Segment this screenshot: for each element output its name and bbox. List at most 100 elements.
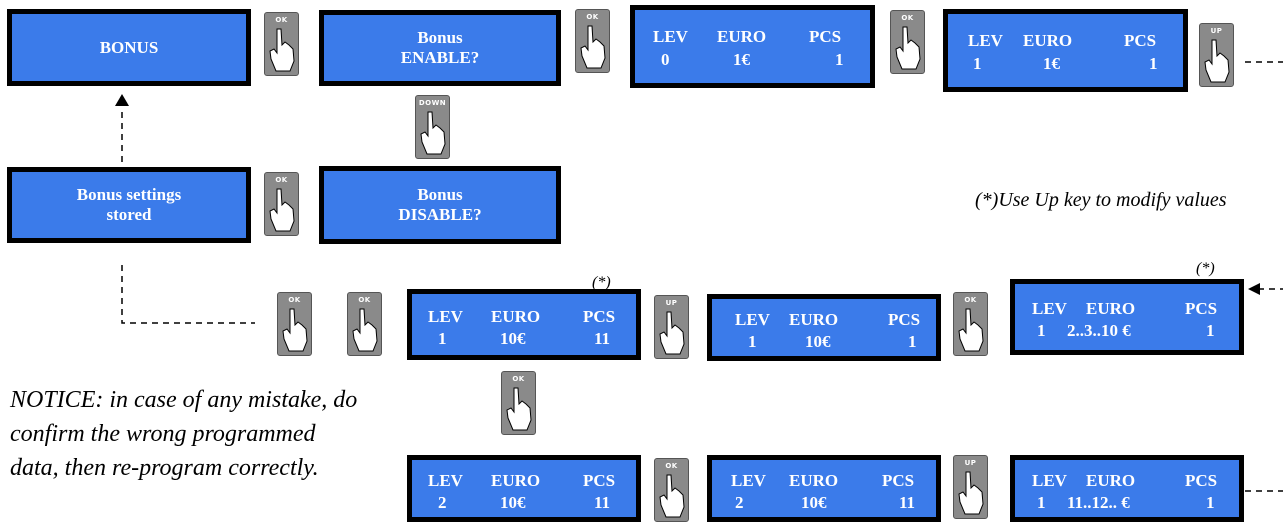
lcd-header-euro: EURO <box>789 471 839 490</box>
lcd-header-pcs: PCS <box>888 310 921 329</box>
lcd-bonus-enable: Bonus ENABLE? <box>319 10 561 86</box>
ok-key-label: OK <box>288 296 301 304</box>
pointing-hand-icon <box>659 474 685 518</box>
lcd-value-lev: 1 <box>438 329 447 348</box>
dashed-elbow-connector <box>121 265 255 324</box>
lcd-value-euro: 2..3..10 € <box>1067 321 1131 340</box>
pointing-hand-icon <box>506 387 532 431</box>
asterisk-note: (*) <box>1196 260 1215 277</box>
lcd-level-2: LEV EURO PCS 2 10€ 11 <box>407 455 641 522</box>
arrowhead-left <box>1248 283 1260 295</box>
lcd-header-euro: EURO <box>1086 299 1136 318</box>
lcd-header-lev: LEV <box>1032 299 1067 318</box>
lcd-bonus-stored: Bonus settings stored <box>7 167 251 243</box>
ok-key: OK <box>277 292 312 356</box>
ok-key-label: OK <box>358 296 371 304</box>
lcd-value-lev: 1 <box>1037 321 1046 340</box>
lcd-value-pcs: 11 <box>594 329 611 348</box>
pointing-hand-icon <box>1204 39 1230 83</box>
lcd-value-pcs: 1 <box>1206 493 1215 512</box>
down-key: DOWN <box>415 95 450 159</box>
ok-key: OK <box>347 292 382 356</box>
lcd-level-2-pcs-11: LEV EURO PCS 2 10€ 11 <box>707 455 941 522</box>
ok-key-label: OK <box>275 16 288 24</box>
ok-key: OK <box>953 292 988 356</box>
lcd-value-lev: 2 <box>735 493 744 512</box>
asterisk-note: (*) <box>592 274 611 291</box>
lcd-header-lev: LEV <box>735 310 770 329</box>
up-key-label: UP <box>964 459 977 467</box>
lcd-value-euro: 10€ <box>805 332 831 351</box>
notice-text: NOTICE: in case of any mistake, do confi… <box>10 387 358 481</box>
lcd-header-euro: EURO <box>1023 31 1073 50</box>
ok-key-label: OK <box>586 13 599 21</box>
arrowhead-up <box>115 94 129 106</box>
lcd-bonus-disable-line1: Bonus <box>417 185 463 204</box>
lcd-header-pcs: PCS <box>583 307 616 326</box>
lcd-value-lev: 0 <box>661 50 670 69</box>
lcd-level-0: LEV EURO PCS 0 1€ 1 <box>630 5 875 88</box>
lcd-header-pcs: PCS <box>809 27 842 46</box>
pointing-hand-icon <box>580 25 606 69</box>
lcd-level-1-euro-range-next: LEV EURO PCS 1 11..12.. € 1 <box>1010 455 1244 522</box>
ok-key-label: OK <box>275 176 288 184</box>
lcd-value-lev: 1 <box>748 332 757 351</box>
lcd-bonus-line1: BONUS <box>99 37 159 57</box>
lcd-value-pcs: 1 <box>835 50 844 69</box>
lcd-header-euro: EURO <box>717 27 767 46</box>
ok-key: OK <box>264 172 299 236</box>
lcd-level-1-euro-range: LEV EURO PCS 1 2..3..10 € 1 <box>1010 279 1244 355</box>
ok-key: OK <box>501 371 536 435</box>
up-key-label: UP <box>1210 27 1223 35</box>
lcd-value-pcs: 11 <box>899 493 916 512</box>
pointing-hand-icon <box>269 28 295 72</box>
lcd-value-euro: 1€ <box>1043 54 1060 73</box>
pointing-hand-icon <box>352 308 378 352</box>
lcd-header-lev: LEV <box>731 471 766 490</box>
ok-key: OK <box>890 10 925 74</box>
lcd-header-lev: LEV <box>653 27 688 46</box>
lcd-value-euro: 11..12.. € <box>1067 493 1130 512</box>
ok-key-label: OK <box>665 462 678 470</box>
lcd-header-pcs: PCS <box>1124 31 1157 50</box>
lcd-header-pcs: PCS <box>1185 299 1218 318</box>
lcd-header-lev: LEV <box>428 471 463 490</box>
pointing-hand-icon <box>958 471 984 515</box>
lcd-bonus: BONUS <box>7 9 251 86</box>
lcd-bonus-disable-line2: DISABLE? <box>398 205 482 224</box>
lcd-bonus-disable: Bonus DISABLE? <box>319 166 561 244</box>
lcd-header-euro: EURO <box>491 307 541 326</box>
lcd-header-pcs: PCS <box>583 471 616 490</box>
down-key-label: DOWN <box>418 99 447 107</box>
lcd-value-euro: 10€ <box>500 493 526 512</box>
lcd-value-pcs: 11 <box>594 493 611 512</box>
lcd-header-pcs: PCS <box>882 471 915 490</box>
lcd-bonus-stored-line2: stored <box>106 205 152 224</box>
pointing-hand-icon <box>895 26 921 70</box>
lcd-value-euro: 1€ <box>733 50 750 69</box>
pointing-hand-icon <box>269 188 295 232</box>
lcd-header-lev: LEV <box>428 307 463 326</box>
pointing-hand-icon <box>420 111 446 155</box>
lcd-header-euro: EURO <box>491 471 541 490</box>
lcd-bonus-enable-line2: ENABLE? <box>400 48 480 67</box>
up-key: UP <box>654 295 689 359</box>
ok-key: OK <box>264 12 299 76</box>
lcd-level-1-pcs-1: LEV EURO PCS 1 10€ 1 <box>707 294 941 361</box>
ok-key: OK <box>654 458 689 522</box>
lcd-level-1-pcs-11: LEV EURO PCS 1 10€ 11 <box>407 289 641 360</box>
up-key: UP <box>953 455 988 519</box>
lcd-value-lev: 1 <box>973 54 982 73</box>
ok-key: OK <box>575 9 610 73</box>
lcd-header-lev: LEV <box>1032 471 1067 490</box>
up-key-note: (*)Use Up key to modify values <box>975 189 1227 211</box>
lcd-header-euro: EURO <box>1086 471 1136 490</box>
lcd-value-euro: 10€ <box>801 493 827 512</box>
lcd-header-lev: LEV <box>968 31 1003 50</box>
up-key: UP <box>1199 23 1234 87</box>
lcd-value-pcs: 1 <box>908 332 917 351</box>
ok-key-label: OK <box>901 14 914 22</box>
lcd-header-euro: EURO <box>789 310 839 329</box>
